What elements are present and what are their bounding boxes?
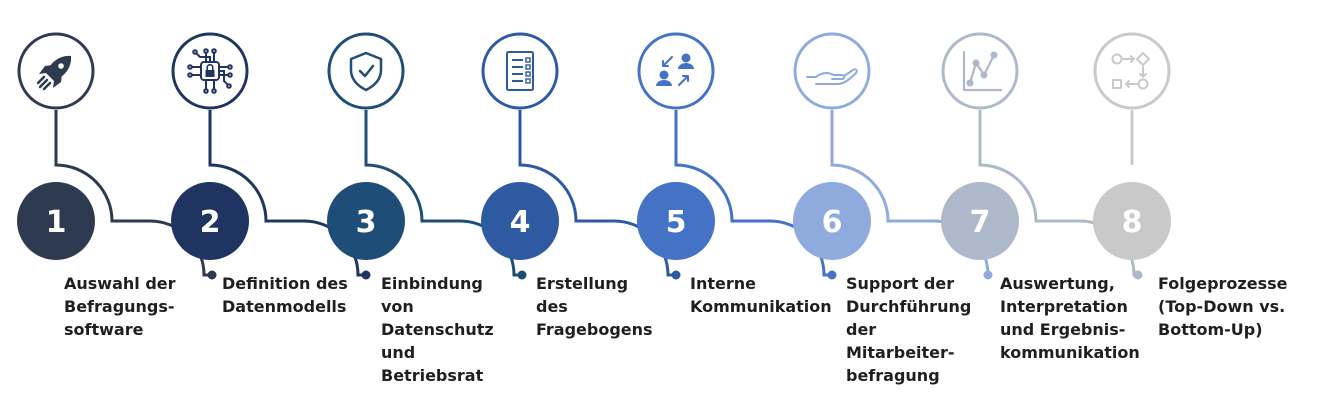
step-1-label: Auswahl der Befragungs- software <box>64 274 176 339</box>
step-4-number: 4 <box>510 205 531 240</box>
step-1-number-badge <box>17 182 95 260</box>
step-3-number-badge <box>327 182 405 260</box>
step-4-label: Erstellung des Fragebogens <box>536 274 653 339</box>
questionnaire-list-icon <box>506 51 534 91</box>
step-4: 4 <box>481 32 681 280</box>
supporting-hand-icon <box>806 68 858 85</box>
step-7-connector-dot <box>1133 270 1143 280</box>
step-6-label: Support der Durchführung der Mitarbeiter… <box>846 274 972 385</box>
step-1-number: 1 <box>46 205 67 240</box>
process-flow-icon <box>1111 52 1150 90</box>
step-8: 8 <box>1093 32 1171 260</box>
step-6-connector-dot <box>983 270 993 280</box>
line-chart-icon <box>962 50 1003 92</box>
step-6: 6 <box>793 32 993 280</box>
step-5-number-badge <box>637 182 715 260</box>
step-2-label: Definition des Datenmodells <box>222 274 348 316</box>
step-1: 1 <box>17 32 217 280</box>
step-5-icon-circle <box>637 32 715 110</box>
circuit-lock-icon <box>187 48 233 94</box>
step-5-number: 5 <box>666 205 687 240</box>
step-1-connector-dot <box>207 270 217 280</box>
step-5: 5 <box>637 32 837 280</box>
people-exchange-icon <box>656 53 694 86</box>
step-8-label: Folgeprozesse (Top-Down vs. Bottom-Up) <box>1158 274 1288 339</box>
shield-check-icon <box>349 51 383 92</box>
step-8-icon-circle <box>1093 32 1171 110</box>
step-7-number-badge <box>941 182 1019 260</box>
step-2: 2 <box>171 32 371 280</box>
step-3-label: Einbindung von Datenschutz und Betriebsr… <box>381 274 494 385</box>
step-2-number: 2 <box>200 205 221 240</box>
step-4-number-badge <box>481 182 559 260</box>
rocket-icon <box>36 55 72 91</box>
step-4-connector-dot <box>671 270 681 280</box>
step-7-number: 7 <box>970 205 991 240</box>
step-3-number: 3 <box>356 205 377 240</box>
step-7-icon-circle <box>941 32 1019 110</box>
step-5-label: Interne Kommunikation <box>690 274 832 316</box>
step-7-label: Auswertung, Interpretation und Ergebnis-… <box>1000 274 1140 362</box>
step-4-icon-circle <box>481 32 559 110</box>
step-8-number: 8 <box>1122 205 1143 240</box>
step-3-icon-circle <box>327 32 405 110</box>
step-6-number-badge <box>793 182 871 260</box>
step-3-connector-dot <box>517 270 527 280</box>
step-6-number: 6 <box>822 205 843 240</box>
step-2-connector-dot <box>361 270 371 280</box>
step-8-number-badge <box>1093 182 1171 260</box>
step-6-icon-circle <box>793 32 871 110</box>
step-2-number-badge <box>171 182 249 260</box>
step-5-connector-dot <box>827 270 837 280</box>
